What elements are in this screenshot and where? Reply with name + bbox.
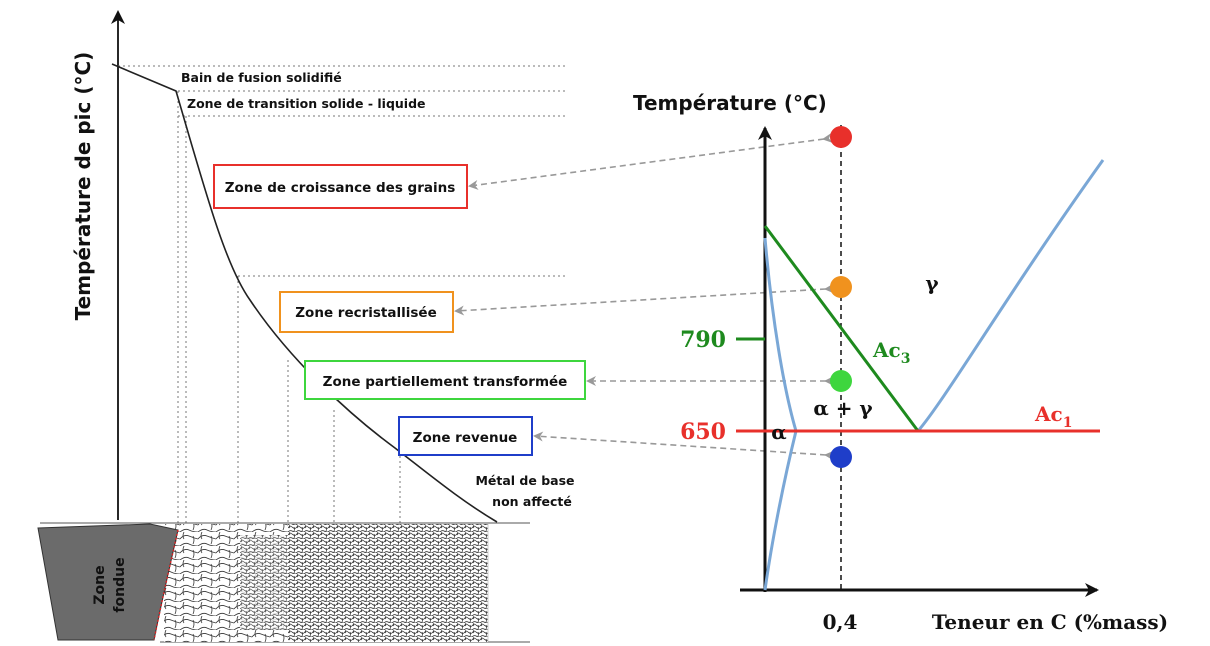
ac3-label-text: Ac [872, 338, 901, 362]
zone-box-partielle: Zone partiellement transformée [304, 360, 586, 400]
y-tick-790: 790 [680, 327, 726, 353]
fusion-zone-label-line1: Zone [92, 565, 108, 604]
x-tick-label: 0,4 [823, 610, 858, 634]
vertical-guides [177, 91, 401, 523]
phase-alpha-gamma: α + γ [813, 396, 873, 420]
x-axis-label: Teneur en C (%mass) [932, 610, 1168, 634]
zone-box-recristallisee: Zone recristallisée [279, 291, 454, 333]
zone-label-recristallisee: Zone recristallisée [295, 305, 436, 321]
peak-temperature-curve [111, 63, 498, 523]
ac3-label: Ac3 [872, 338, 910, 367]
acm-boundary [916, 159, 1105, 432]
weld-microstructure: Zone fondue [37, 522, 530, 643]
left-y-axis-label: Température de pic (°C) [71, 52, 95, 321]
base-metal-label-line2: non affecté [492, 494, 572, 509]
ac1-label: Ac1 [1034, 402, 1072, 431]
ac1-label-text: Ac [1034, 402, 1063, 426]
fusion-zone-label-line2: fondue [112, 557, 128, 612]
ac3-line [763, 225, 920, 432]
right-panel: Température (°C) Teneur en C (%mass) 0,4… [633, 91, 1168, 634]
phase-gamma: γ [925, 271, 939, 295]
fusion-zone-shape [37, 523, 179, 641]
zone-label-revenue: Zone revenue [413, 430, 518, 446]
zone-box-croissance: Zone de croissance des grains [213, 164, 468, 209]
point-revenue [830, 446, 852, 468]
zone-label-partielle: Zone partiellement transformée [323, 374, 568, 390]
base-metal-label-line1: Métal de base [475, 473, 574, 488]
annotation-transition-zone: Zone de transition solide - liquide [187, 96, 426, 111]
y-tick-650: 650 [680, 419, 726, 445]
point-croissance [830, 126, 852, 148]
zone-label-croissance: Zone de croissance des grains [225, 180, 456, 196]
annotation-bain-fusion: Bain de fusion solidifié [181, 70, 342, 85]
ac1-label-sub: 1 [1063, 415, 1073, 431]
right-y-axis-label: Température (°C) [633, 91, 827, 115]
point-recristallisee [830, 276, 852, 298]
arrow-to-croissance [468, 132, 833, 190]
arrow-to-revenue [533, 431, 835, 461]
point-partielle [830, 370, 852, 392]
ac3-label-sub: 3 [901, 351, 911, 367]
phase-alpha: α [771, 420, 786, 444]
zone-box-revenue: Zone revenue [398, 416, 533, 456]
left-panel: Température de pic (°C) Bain de fusion s… [37, 10, 586, 643]
